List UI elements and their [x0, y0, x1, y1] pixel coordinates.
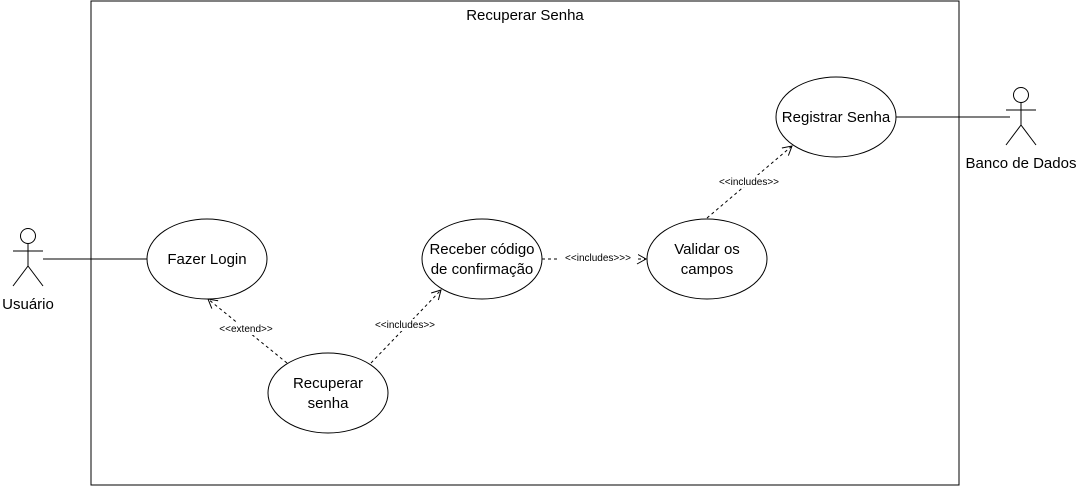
extend-label: <<extend>> [213, 323, 279, 335]
actor-banco-de-dados[interactable]: Banco de Dados [966, 87, 1077, 173]
use-case-fazer-login[interactable]: Fazer Login [146, 218, 268, 300]
svg-text:<<includes>>: <<includes>> [719, 177, 779, 188]
system-boundary-title: Recuperar Senha [466, 7, 584, 24]
stick-figure-icon [1005, 87, 1037, 146]
use-case-recuperar-senha-label-line2: senha [308, 395, 350, 412]
use-case-recuperar-senha-label-line1: Recuperar [293, 375, 363, 392]
includes-label-receber-codigo: <<includes>> [368, 319, 442, 331]
actor-banco-de-dados-name: Banco de Dados [966, 155, 1077, 172]
includes-label-validar-campos: <<includes>>> [560, 251, 638, 264]
use-case-fazer-login-label: Fazer Login [167, 251, 246, 268]
svg-text:<<includes>>>: <<includes>>> [565, 253, 631, 264]
use-case-receber-codigo-label-line2: de confirmação [431, 261, 534, 278]
use-case-registrar-senha-label: Registrar Senha [782, 109, 891, 126]
svg-text:<<includes>>: <<includes>> [375, 320, 435, 331]
use-case-validar-campos-label-line2: campos [681, 261, 734, 278]
includes-label-registrar-senha: <<includes>> [712, 175, 786, 188]
use-case-receber-codigo[interactable]: Receber código de confirmação [421, 218, 543, 300]
use-case-registrar-senha[interactable]: Registrar Senha [775, 76, 897, 158]
use-case-validar-campos-label-line1: Validar os [674, 241, 740, 258]
actor-usuario[interactable]: Usuário [2, 228, 54, 314]
stick-figure-icon [12, 228, 44, 287]
use-case-validar-campos[interactable]: Validar os campos [646, 218, 768, 300]
use-case-receber-codigo-label-line1: Receber código [429, 241, 534, 258]
svg-text:<<extend>>: <<extend>> [219, 324, 273, 335]
actor-usuario-name: Usuário [2, 296, 54, 313]
use-case-recuperar-senha[interactable]: Recuperar senha [267, 352, 389, 434]
